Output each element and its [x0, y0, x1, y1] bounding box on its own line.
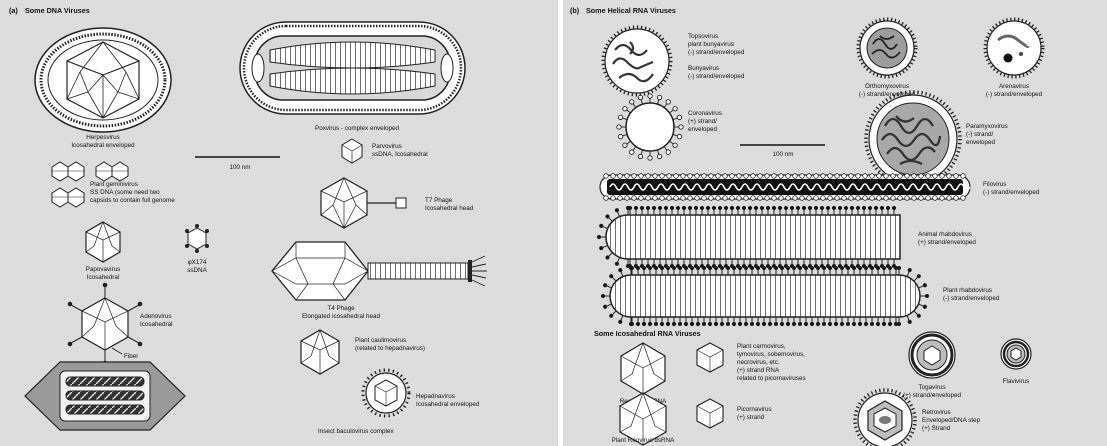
- pox-name: Poxvirus - complex enveloped: [315, 125, 399, 132]
- caulimovirus-drawing: [301, 330, 339, 374]
- topso-line2: plant bunyavirus: [688, 41, 734, 48]
- orthomyxo-name: Orthomyxovirus: [865, 83, 909, 90]
- carmo-line5: related to picornaviruses: [737, 375, 806, 382]
- plant-rhabdo-type: (-) strand/enveloped: [943, 295, 1000, 302]
- poxvirus-drawing: [240, 22, 465, 114]
- t4-phage-drawing: [272, 242, 487, 300]
- carmo-line1: Plant carmovirus,: [737, 343, 786, 350]
- carmo-line2: tymovirus, sobemovirus,: [737, 351, 805, 358]
- herpes-name: Herpesvirus: [86, 134, 120, 141]
- phix-name: φX174: [188, 259, 207, 266]
- arenavirus-drawing: [985, 19, 1043, 77]
- coronavirus-drawing: [617, 94, 683, 160]
- gemini-line2: SS DNA (some need two: [90, 189, 160, 196]
- corona-line2: (+) strand/: [688, 118, 717, 125]
- fiber-label: Fiber: [124, 353, 138, 360]
- retro-line3: (+) Strand: [922, 425, 951, 432]
- panel-b-title: Some Helical RNA Viruses: [586, 6, 676, 15]
- phix-type: ssDNA: [187, 267, 207, 274]
- t4-name: T4 Phage: [327, 305, 355, 312]
- paramyxo-line3: enveloped: [966, 139, 996, 146]
- panel-a-title: Some DNA Viruses: [25, 6, 90, 15]
- animal-rhabdovirus-drawing: [597, 206, 900, 267]
- orthomyxovirus-drawing: [858, 19, 916, 77]
- picornavirus-drawing: [697, 399, 723, 428]
- filo-name: Filovirus: [983, 181, 1006, 188]
- baculo-name: Insect baculovirus complex: [318, 428, 394, 435]
- retro-line2: Enveloped/DNA step: [922, 417, 981, 424]
- paramyxovirus-drawing: [866, 92, 960, 186]
- carmo-line3: necrovirus, etc.: [737, 359, 780, 366]
- retrovirus-drawing: [855, 390, 915, 446]
- panel-b-prefix: (b): [570, 6, 580, 15]
- arena-type: (-) strand/enveloped: [986, 91, 1043, 98]
- flavi-name: Flavivirus: [1003, 378, 1030, 385]
- arena-name: Arenavirus: [999, 83, 1029, 90]
- paramyxo-line2: (-) strand/: [966, 131, 994, 138]
- parvo-type: ssDNA, Icosahedral: [372, 151, 428, 158]
- topso-line3: (-) strand/enveloped: [688, 49, 745, 56]
- picorna-type: (+) strand: [737, 414, 765, 421]
- parvovirus-drawing: [342, 139, 362, 163]
- t7-name: T7 Phage: [425, 197, 453, 204]
- carmovirus-drawing: [697, 343, 723, 372]
- hepadnavirus-drawing: [363, 370, 409, 416]
- animal-rhabdo-type: (+) strand/enveloped: [918, 239, 976, 246]
- togavirus-drawing: [909, 332, 955, 378]
- phix174-drawing: [185, 224, 209, 253]
- icosahedral-rna-heading: Some Icosahedral RNA Viruses: [594, 329, 701, 338]
- picorna-name: Picornavirus: [737, 406, 772, 413]
- scale-bar-b-label: 100 nm: [772, 151, 793, 158]
- gemini-name: Plant geminivirus: [90, 181, 138, 188]
- herpesvirus-drawing: [35, 28, 171, 132]
- gemini-line3: capsids to contain full genome: [90, 197, 175, 204]
- paramyxo-name: Paramyxovirus: [966, 123, 1008, 130]
- scale-bar-a-label: 100 nm: [229, 164, 250, 171]
- corona-line3: enveloped: [688, 126, 718, 133]
- corona-name: Coronavirus: [688, 110, 722, 117]
- toga-type: (+) strand/enveloped: [903, 392, 961, 399]
- filovirus-drawing: [600, 174, 970, 201]
- bunya-name: Bunyavirus: [688, 65, 719, 72]
- hepadna-name: Hepadnavirus: [416, 393, 455, 400]
- reovirus-drawing: [621, 343, 665, 394]
- t7-type: Icosahedral head: [425, 205, 474, 212]
- flavivirus-drawing: [1001, 339, 1031, 369]
- plant-reo-name: Plant Reovirus dsRNA: [612, 437, 675, 444]
- adeno-name: Adenovirus: [140, 313, 172, 320]
- herpes-type: Icosahedral enveloped: [71, 142, 135, 149]
- plant-rhabdo-name: Plant rhabdovirus: [943, 287, 992, 294]
- caulimo-name: Plant caulimovirus: [355, 337, 406, 344]
- bunya-type: (-) strand/enveloped: [688, 73, 745, 80]
- t7-phage-drawing: [321, 178, 406, 228]
- animal-rhabdo-name: Animal rhabdovirus: [918, 231, 972, 238]
- papovavirus-drawing: [86, 222, 120, 262]
- hepadna-type: Icosahedral enveloped: [416, 401, 480, 408]
- baculovirus-drawing: [25, 362, 185, 430]
- topso-name: Topsovirus: [688, 33, 718, 40]
- topsovirus-drawing: [603, 27, 671, 95]
- t4-type: Elongated icosahedral head: [302, 313, 381, 320]
- adeno-type: Icosahedral: [140, 321, 173, 328]
- caulimo-type: (related to hepadnavirus): [355, 345, 425, 352]
- retro-name: Retrovirus: [922, 409, 951, 416]
- plant-rhabdovirus-drawing: [601, 266, 928, 325]
- filo-type: (-) strand/enveloped: [983, 189, 1040, 196]
- panel-a-prefix: (a): [9, 6, 18, 15]
- carmo-line4: (+) strand RNA: [737, 367, 780, 374]
- toga-name: Togavirus: [919, 384, 946, 391]
- papova-name: Papovavirus: [86, 266, 121, 273]
- parvo-name: Parvovirus: [372, 143, 402, 150]
- papova-type: Icosahedral: [87, 274, 120, 281]
